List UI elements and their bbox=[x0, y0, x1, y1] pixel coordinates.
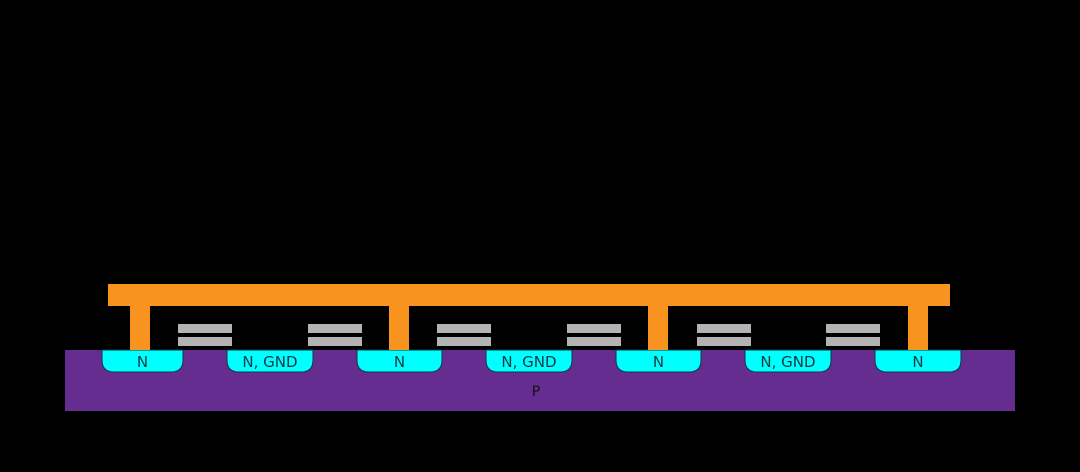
metal-contact-pillar bbox=[130, 306, 150, 350]
gate-layer bbox=[826, 337, 880, 346]
gate-layer bbox=[308, 337, 362, 346]
metal-interconnect-bar bbox=[108, 284, 950, 306]
gate-layer bbox=[826, 324, 880, 333]
n-well bbox=[101, 349, 184, 373]
n-well bbox=[615, 349, 702, 373]
n-well bbox=[356, 349, 443, 373]
substrate-label: P bbox=[532, 384, 540, 400]
n-well bbox=[744, 349, 832, 373]
n-well bbox=[874, 349, 962, 373]
gate-layer bbox=[178, 337, 232, 346]
gate-layer bbox=[697, 324, 751, 333]
n-well-label: N bbox=[912, 353, 923, 371]
n-well-label: N, GND bbox=[501, 353, 556, 371]
n-well bbox=[485, 349, 573, 373]
metal-contact-pillar bbox=[908, 306, 928, 350]
metal-contact-pillar bbox=[648, 306, 668, 350]
gate-layer bbox=[308, 324, 362, 333]
metal-contact-pillar bbox=[389, 306, 409, 350]
n-well bbox=[226, 349, 314, 373]
gate-layer bbox=[567, 337, 621, 346]
n-well-label: N, GND bbox=[760, 353, 815, 371]
gate-layer bbox=[437, 324, 491, 333]
n-well-label: N bbox=[653, 353, 664, 371]
gate-layer bbox=[697, 337, 751, 346]
gate-layer bbox=[567, 324, 621, 333]
gate-layer bbox=[437, 337, 491, 346]
n-well-label: N bbox=[137, 353, 148, 371]
gate-layer bbox=[178, 324, 232, 333]
n-well-label: N, GND bbox=[242, 353, 297, 371]
n-well-label: N bbox=[394, 353, 405, 371]
